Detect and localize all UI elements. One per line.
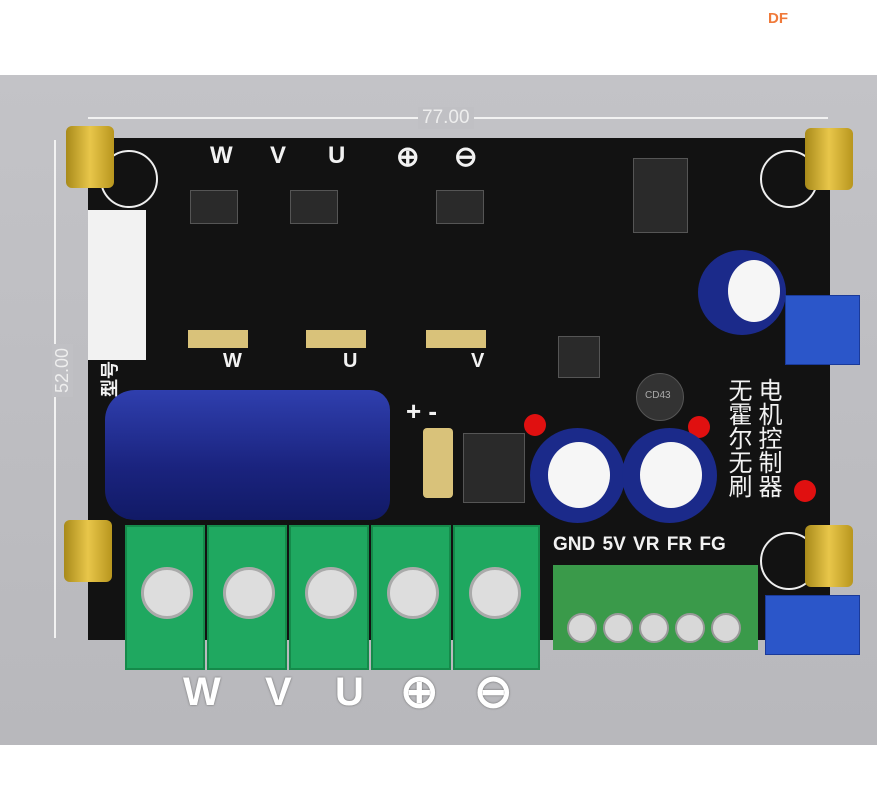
pad-area (88, 210, 146, 360)
width-dimension: 77.00 (88, 107, 828, 129)
height-dimension: 52.00 (48, 140, 74, 638)
terminal-label-w: W (183, 670, 221, 714)
driver-ic (290, 190, 338, 224)
brass-standoff (805, 128, 853, 190)
silk-w: W (210, 142, 233, 169)
height-value: 52.00 (52, 343, 74, 398)
mcu-ic (633, 158, 688, 233)
diode (463, 433, 525, 503)
model-label: 型号: (100, 355, 120, 397)
pad-row (188, 330, 248, 348)
pad-row (306, 330, 366, 348)
electrolytic-capacitor (530, 428, 625, 523)
terminal-plus[interactable] (371, 525, 451, 670)
terminal-w[interactable] (125, 525, 205, 670)
silk-minus: ⊖ (454, 141, 478, 172)
terminal-label-v: V (265, 670, 292, 714)
width-value: 77.00 (418, 107, 474, 129)
board-title-line-2: 电机控制器 (754, 378, 781, 498)
connector-silk-labels: GND 5V VR FR FG (553, 534, 726, 555)
electrolytic-capacitor (698, 250, 786, 335)
terminal-label-minus: ⊖ (474, 665, 513, 717)
silk-u: U (328, 142, 346, 169)
inductor: CD43 (636, 373, 684, 421)
led (524, 414, 546, 436)
driver-ic (436, 190, 484, 224)
driver-ic (190, 190, 238, 224)
board-title: 电机控制器无霍尔无刷 (720, 378, 782, 508)
terminal-u[interactable] (289, 525, 369, 670)
terminal-label-plus: ⊕ (400, 665, 439, 717)
electrolytic-capacitor (622, 428, 717, 523)
silk-v-mid: V (471, 350, 485, 372)
regulator-ic (558, 336, 600, 378)
led (688, 416, 710, 438)
terminal-label-u: U (335, 670, 364, 714)
potentiometer[interactable] (785, 295, 860, 365)
board-title-line-1: 无霍尔无刷 (724, 378, 751, 498)
fuse (423, 428, 453, 498)
brass-standoff (66, 126, 114, 188)
brass-standoff (64, 520, 112, 582)
signal-connector[interactable] (553, 565, 758, 650)
silk-v: V (270, 142, 287, 169)
terminal-v[interactable] (207, 525, 287, 670)
bulk-capacitor (105, 390, 390, 520)
brass-standoff (805, 525, 853, 587)
silk-polarity: + - (406, 396, 438, 426)
silk-u-mid: U (343, 350, 358, 372)
watermark: DF (768, 10, 788, 27)
silk-w-mid: W (223, 350, 242, 372)
pad-row (426, 330, 486, 348)
potentiometer[interactable] (765, 595, 860, 655)
led (794, 480, 816, 502)
silk-plus: ⊕ (396, 141, 420, 172)
terminal-minus[interactable] (453, 525, 540, 670)
